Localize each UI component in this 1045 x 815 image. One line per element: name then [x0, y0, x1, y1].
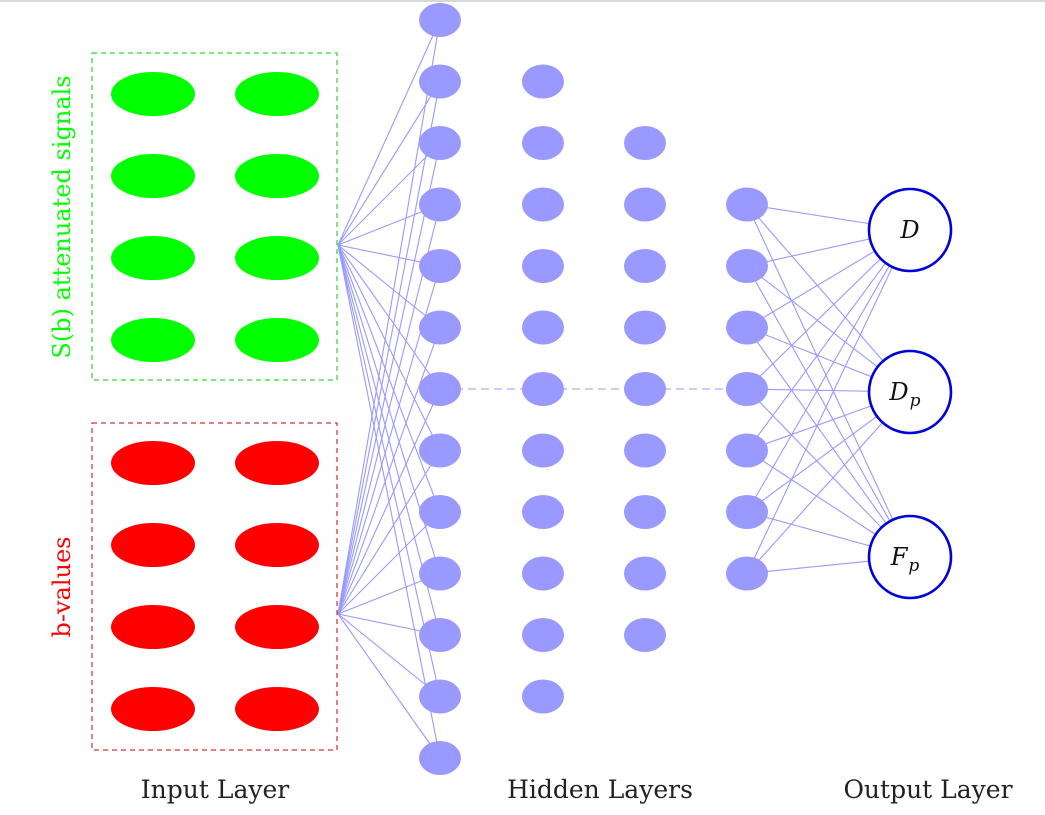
input-layer-label: Input Layer — [141, 775, 289, 804]
output-layer-label: Output Layer — [843, 775, 1012, 804]
signals-input-node — [235, 72, 319, 116]
signals-group-box — [91, 52, 338, 381]
hidden-layer-1-node — [419, 249, 461, 283]
top-border — [0, 0, 1045, 2]
hidden-output-edge — [746, 327, 911, 558]
hidden-layer-2-node — [522, 126, 564, 160]
output-node — [867, 514, 953, 600]
hidden-layer-1-node — [419, 679, 461, 714]
hidden-layer-2-node — [522, 618, 564, 652]
hidden-layer-1-node — [419, 433, 461, 468]
output-node — [867, 187, 953, 273]
signals-input-node — [235, 318, 319, 362]
input-hidden-edge — [337, 613, 441, 697]
bvalues-input-node — [235, 441, 319, 485]
signals-input-node — [111, 236, 195, 280]
hidden-layer-2-node — [522, 556, 564, 591]
bvalues-group-box — [91, 422, 338, 751]
bvalues-input-node — [235, 523, 319, 567]
output-node — [867, 349, 953, 435]
bvalues-input-node — [111, 687, 195, 731]
hidden-layer-1-node — [419, 618, 461, 652]
input-hidden-edge — [337, 244, 441, 328]
input-hidden-edge — [337, 19, 441, 246]
hidden-layer-2-node — [522, 187, 564, 222]
hidden-layer-4-node — [726, 187, 768, 222]
hidden-layer-3-node — [624, 126, 666, 160]
bvalues-input-node — [235, 687, 319, 731]
input-hidden-edge — [337, 142, 441, 246]
hidden-layer-2-node — [522, 495, 564, 529]
hidden-layer-3-node — [624, 372, 666, 406]
bvalues-group-label: b-values — [48, 537, 76, 638]
hidden-layer-1-node — [419, 741, 461, 775]
input-hidden-edge — [337, 142, 441, 615]
bvalues-input-node — [111, 605, 195, 649]
hidden-layer-4-node — [726, 249, 768, 283]
input-hidden-edge — [337, 388, 441, 615]
hidden-layer-4-node — [726, 372, 768, 406]
hidden-layer-3-node — [624, 310, 666, 345]
hidden-layer-3-node — [624, 433, 666, 468]
input-nodes — [111, 72, 319, 731]
output-node-label: D — [899, 216, 919, 244]
bvalues-input-node — [235, 605, 319, 649]
hidden-layer-4-node — [726, 310, 768, 345]
hidden-layer-1-node — [419, 310, 461, 345]
hidden-layer-2-node — [522, 64, 564, 99]
signals-group-label: S(b) attenuated signals — [48, 75, 76, 358]
hidden-layer-1-node — [419, 3, 461, 37]
signals-input-node — [235, 236, 319, 280]
hidden-layer-1-node — [419, 495, 461, 529]
bvalues-input-node — [111, 441, 195, 485]
hidden-output-edge — [746, 265, 911, 558]
hidden-output-edge — [746, 229, 911, 451]
hidden-layer-2-node — [522, 433, 564, 468]
hidden-layer-4-node — [726, 433, 768, 468]
hidden-layer-3-node — [624, 556, 666, 591]
input-hidden-edge — [337, 511, 441, 615]
hidden-layer-3-node — [624, 249, 666, 283]
hidden-layer-3-node — [624, 495, 666, 529]
hidden-output-edge — [746, 229, 911, 574]
input-hidden-edge — [337, 450, 441, 615]
signals-input-node — [235, 154, 319, 198]
hidden-output-edge — [746, 229, 911, 513]
hidden-layer-2-node — [522, 249, 564, 283]
hidden-layer-2-node — [522, 310, 564, 345]
hidden-layer-1-node — [419, 372, 461, 406]
input-hidden-edge — [337, 81, 441, 615]
hidden-layers-label: Hidden Layers — [507, 775, 693, 804]
hidden-layer-1-node — [419, 126, 461, 160]
input-hidden-edge — [337, 81, 441, 246]
hidden-layer-4-node — [726, 495, 768, 529]
hidden-layer-2-node — [522, 679, 564, 714]
hidden-layer-3-node — [624, 618, 666, 652]
signals-input-node — [111, 154, 195, 198]
input-hidden-edge — [337, 19, 441, 615]
input-hidden-edge — [337, 327, 441, 615]
signals-input-node — [111, 318, 195, 362]
signals-input-node — [111, 72, 195, 116]
bvalues-input-node — [111, 523, 195, 567]
hidden-layer-2-node — [522, 372, 564, 406]
hidden-nodes — [419, 3, 768, 775]
hidden-layer-1-node — [419, 556, 461, 591]
hidden-layer-1-node — [419, 187, 461, 222]
hidden-layer-1-node — [419, 64, 461, 99]
input-hidden-edge — [337, 613, 441, 759]
hidden-output-edge — [746, 204, 911, 558]
hidden-layer-4-node — [726, 556, 768, 591]
hidden-layer-3-node — [624, 187, 666, 222]
